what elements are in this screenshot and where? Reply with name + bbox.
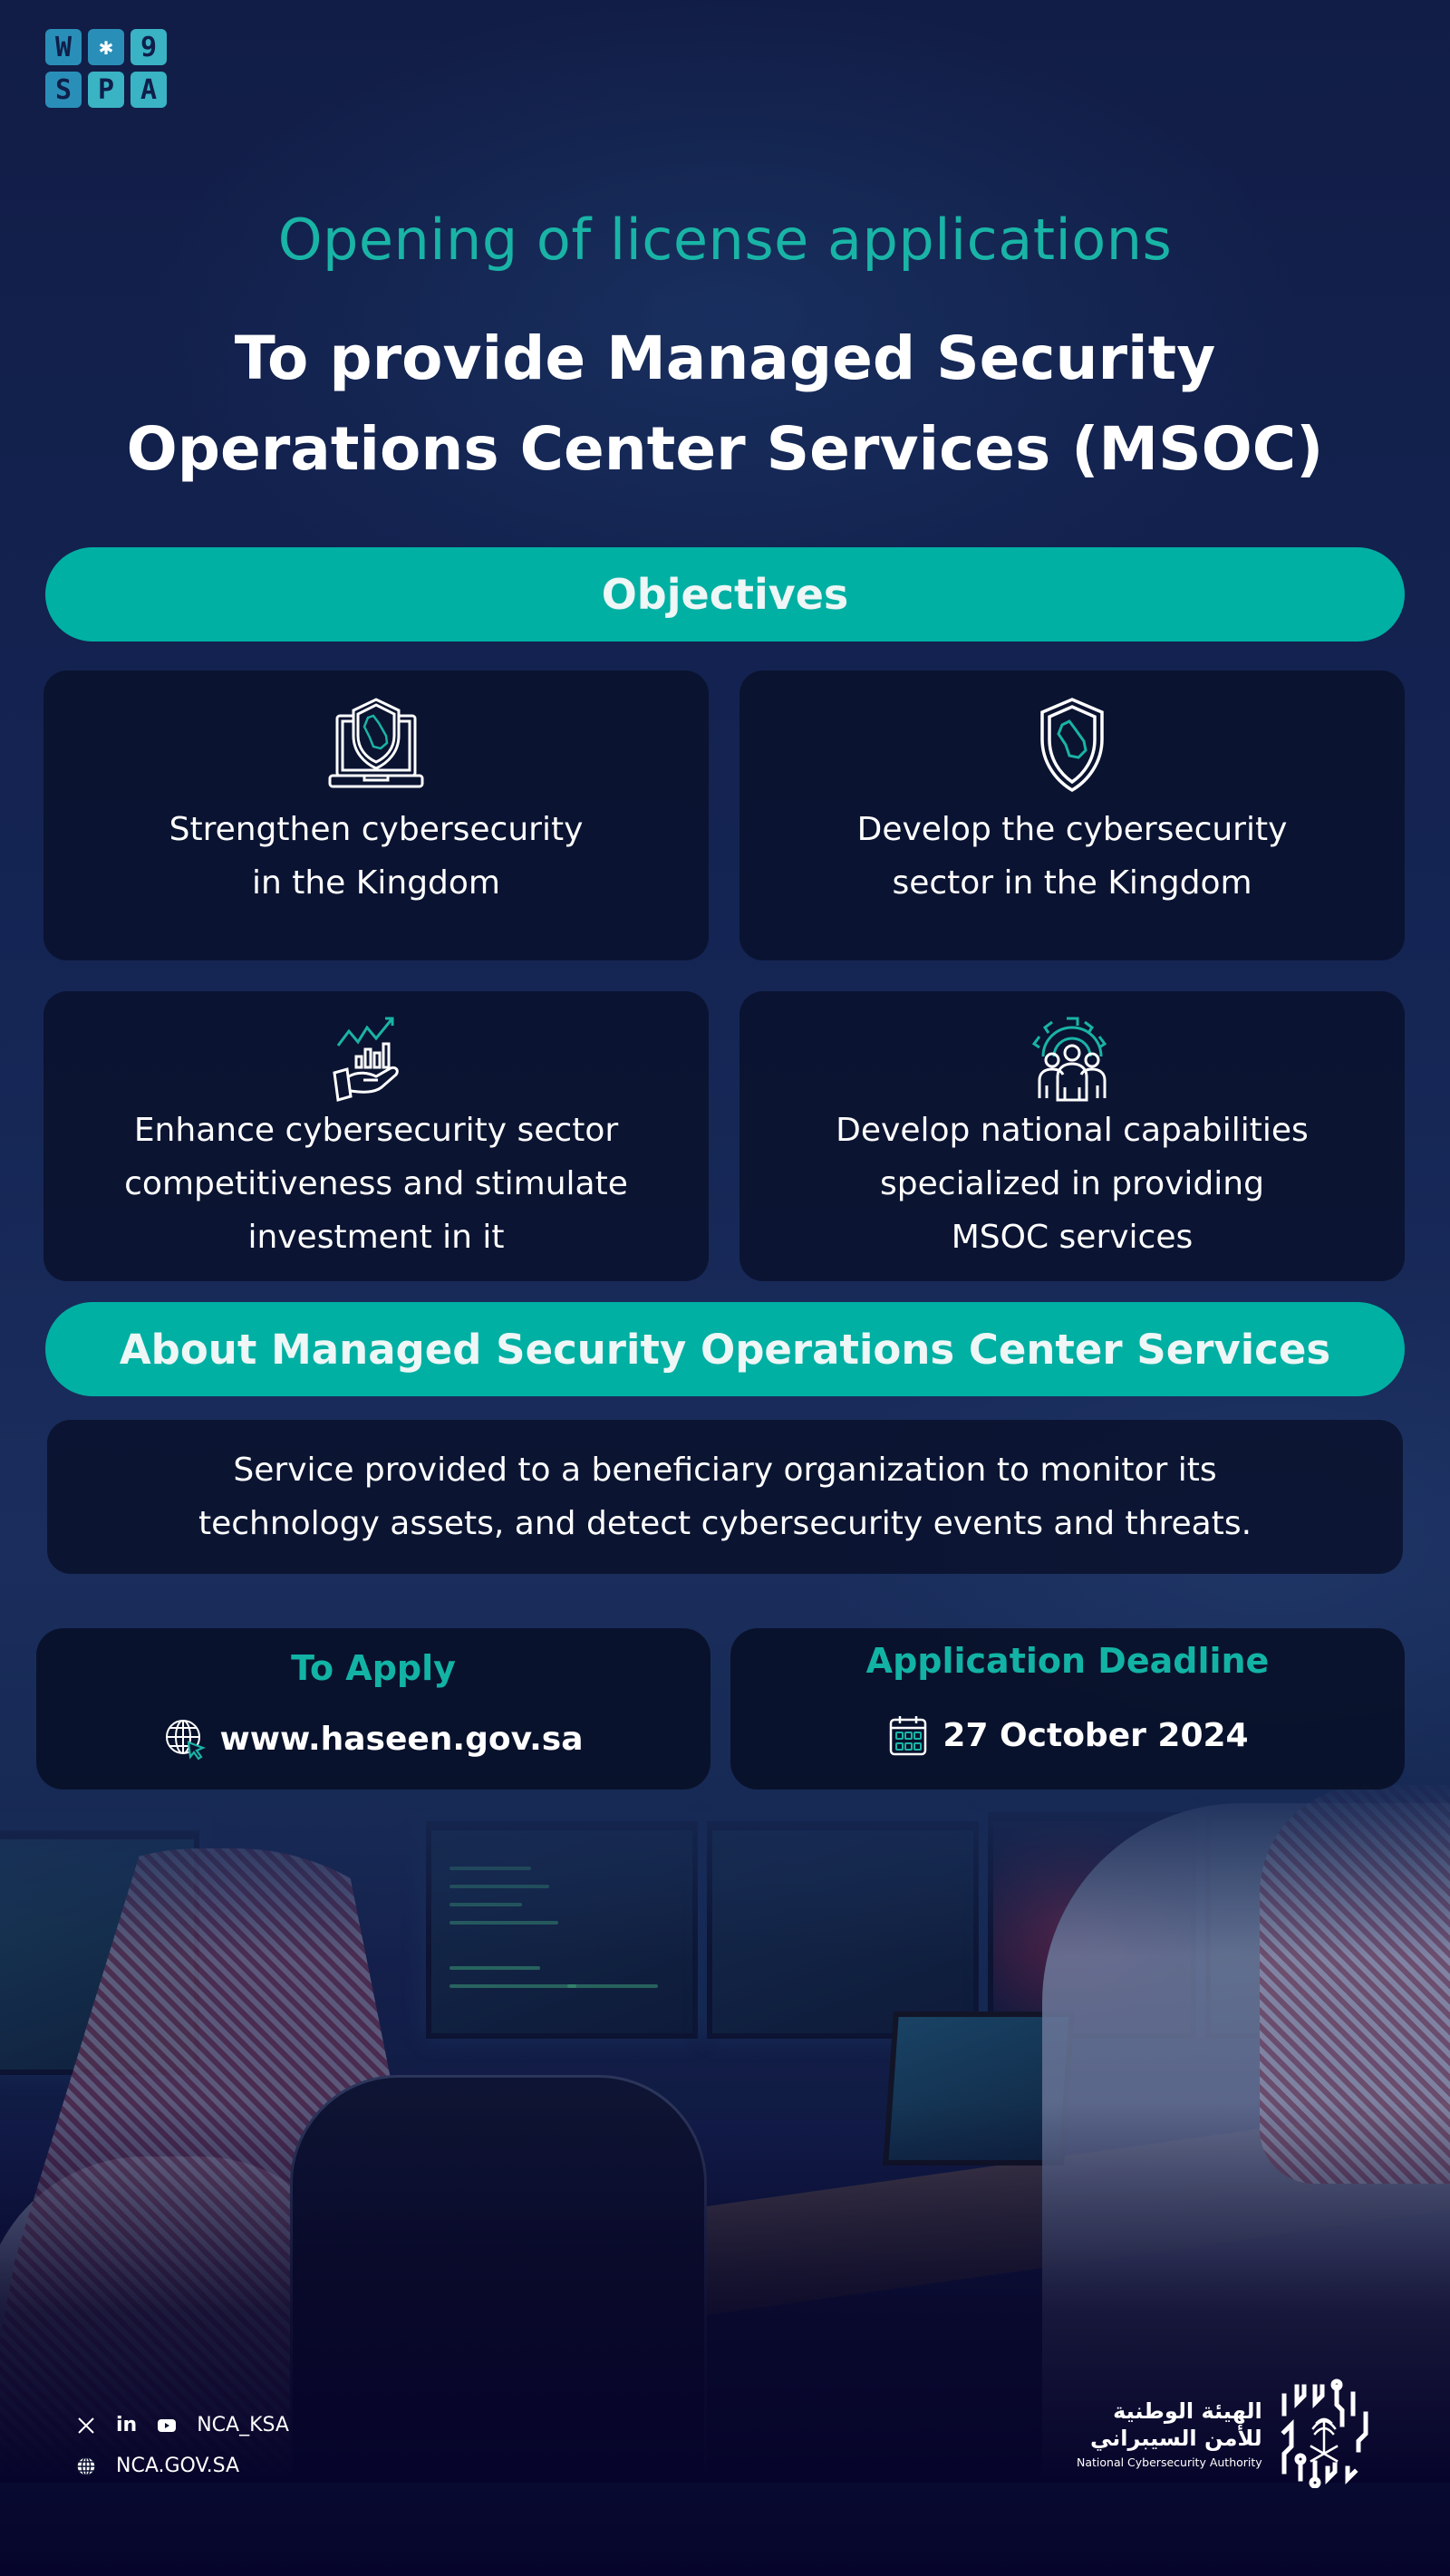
objective-card: Enhance cybersecurity sector competitive… (44, 991, 709, 1281)
objectives-heading-bar: Objectives (45, 547, 1405, 642)
about-heading-bar: About Managed Security Operations Center… (45, 1302, 1405, 1396)
apply-label: To Apply (291, 1648, 456, 1688)
social-links: in NCA_KSA (76, 2414, 289, 2436)
linkedin-icon[interactable]: in (116, 2414, 138, 2436)
website-link-row: NCA.GOV.SA (76, 2455, 239, 2477)
nca-name-arabic: الهيئة الوطنية (1113, 2398, 1262, 2424)
deadline-date: 27 October 2024 (942, 1716, 1249, 1754)
about-heading: About Managed Security Operations Center… (119, 1325, 1331, 1374)
objective-text: Strengthen cybersecurity in the Kingdom (169, 811, 584, 902)
spa-logo: W ✱ 9 S P A (45, 29, 167, 112)
soc-photo (0, 1776, 1450, 2483)
objective-text: Develop national capabilities specialize… (836, 1112, 1309, 1256)
spa-logo-tile: S (45, 72, 82, 108)
page-title-line: To provide Managed Security (234, 323, 1216, 393)
x-icon[interactable] (76, 2416, 96, 2436)
objective-card: Develop national capabilities specialize… (740, 991, 1405, 1281)
globe-cursor-icon (166, 1720, 207, 1761)
objective-text: Develop the cybersecurity sector in the … (856, 811, 1288, 902)
palm-emblem-icon: ✱ (88, 29, 124, 65)
spa-logo-tile: W (45, 29, 82, 65)
nca-emblem-icon (1281, 2378, 1368, 2488)
calendar-icon (890, 1716, 927, 1756)
spa-logo-tile: A (130, 72, 167, 108)
shield-map-icon (1040, 698, 1104, 793)
kicker-heading: Opening of license applications (277, 207, 1173, 273)
about-description: Service provided to a beneficiary organi… (47, 1420, 1403, 1574)
objectives-heading: Objectives (601, 570, 849, 619)
website-link[interactable]: NCA.GOV.SA (116, 2455, 240, 2477)
nca-name-arabic: للأمن السيبراني (1089, 2425, 1262, 2451)
deadline-card: Application Deadline 27 October 2024 (730, 1628, 1405, 1790)
objective-text: Enhance cybersecurity sector competitive… (124, 1112, 628, 1256)
page-title-line: Operations Center Services (MSOC) (126, 414, 1324, 484)
spa-logo-tile: 9 (130, 29, 167, 65)
globe-icon (76, 2455, 96, 2476)
team-gear-icon (1031, 1017, 1107, 1102)
objective-card: Strengthen cybersecurity in the Kingdom (44, 671, 709, 960)
nca-logo: الهيئة الوطنية للأمن السيبراني National … (1077, 2374, 1385, 2492)
spa-logo-tile: P (88, 72, 124, 108)
laptop-shield-map-icon (328, 698, 424, 788)
nca-name-english: National Cybersecurity Authority (1077, 2455, 1262, 2469)
deadline-label: Application Deadline (865, 1641, 1270, 1681)
hand-growth-chart-icon (333, 1017, 399, 1102)
apply-url-link[interactable]: www.haseen.gov.sa (219, 1720, 584, 1758)
page-title: To provide Managed Security Operations C… (0, 314, 1450, 495)
social-handle[interactable]: NCA_KSA (197, 2414, 289, 2436)
objective-card: Develop the cybersecurity sector in the … (740, 671, 1405, 960)
youtube-icon[interactable] (157, 2416, 177, 2436)
apply-card: To Apply www.haseen.gov.sa (36, 1628, 710, 1790)
